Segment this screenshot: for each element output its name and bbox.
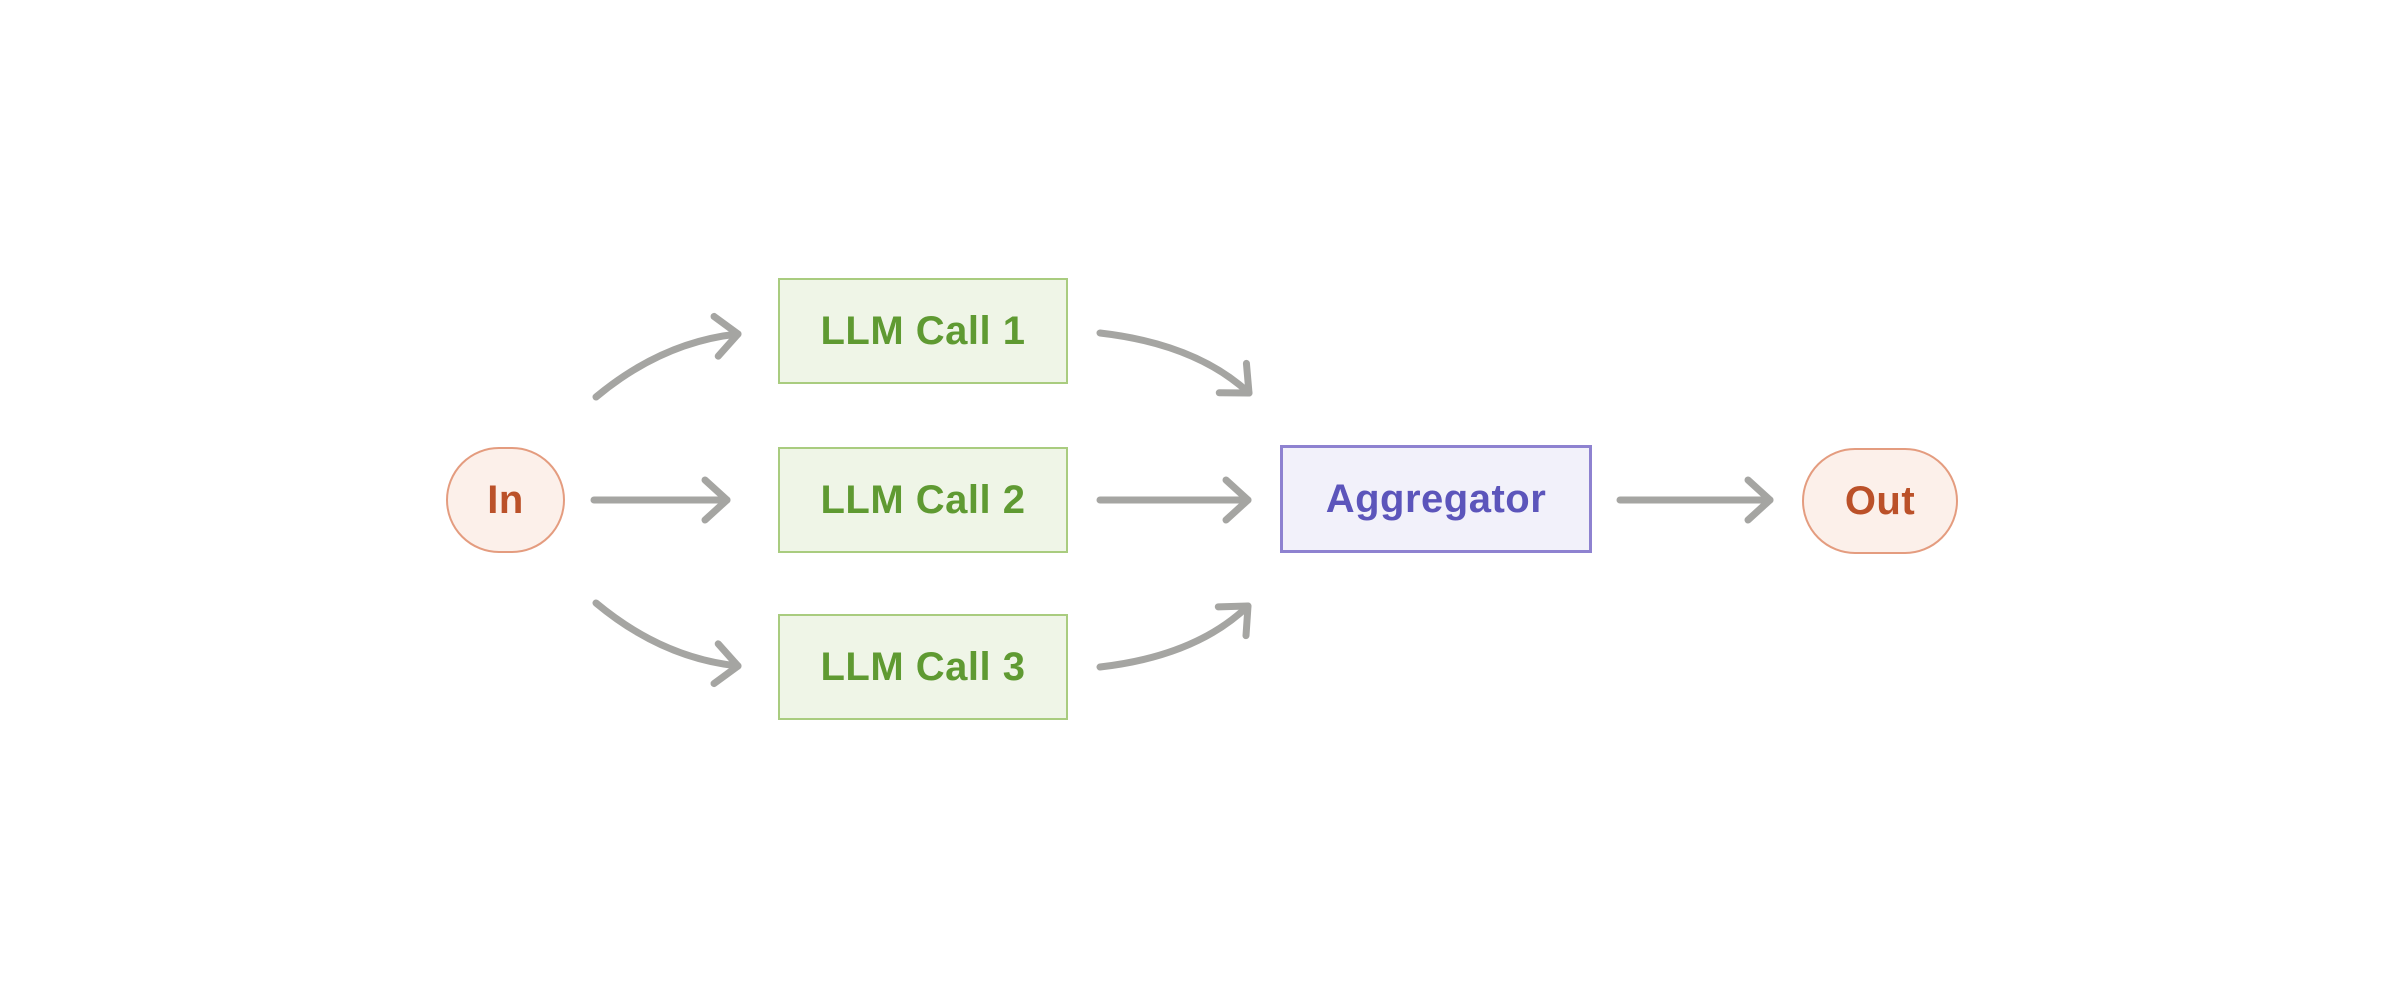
input-node: In: [446, 447, 565, 553]
arrow-in-to-llm1: [592, 312, 742, 401]
llm-call-1-label: LLM Call 1: [820, 308, 1026, 353]
aggregator-node: Aggregator: [1280, 445, 1592, 553]
llm-call-2-node: LLM Call 2: [778, 447, 1068, 553]
llm-call-3-label: LLM Call 3: [820, 644, 1026, 689]
arrow-llm1-to-aggregator: [1096, 329, 1253, 397]
output-node: Out: [1802, 448, 1958, 554]
arrow-llm3-to-aggregator: [1096, 602, 1252, 671]
output-node-label: Out: [1844, 478, 1916, 523]
llm-call-3-node: LLM Call 3: [778, 614, 1068, 720]
llm-call-1-node: LLM Call 1: [778, 278, 1068, 384]
aggregator-label: Aggregator: [1325, 476, 1547, 521]
input-node-label: In: [487, 477, 524, 522]
llm-call-2-label: LLM Call 2: [820, 477, 1026, 522]
arrow-in-to-llm3: [592, 599, 742, 688]
